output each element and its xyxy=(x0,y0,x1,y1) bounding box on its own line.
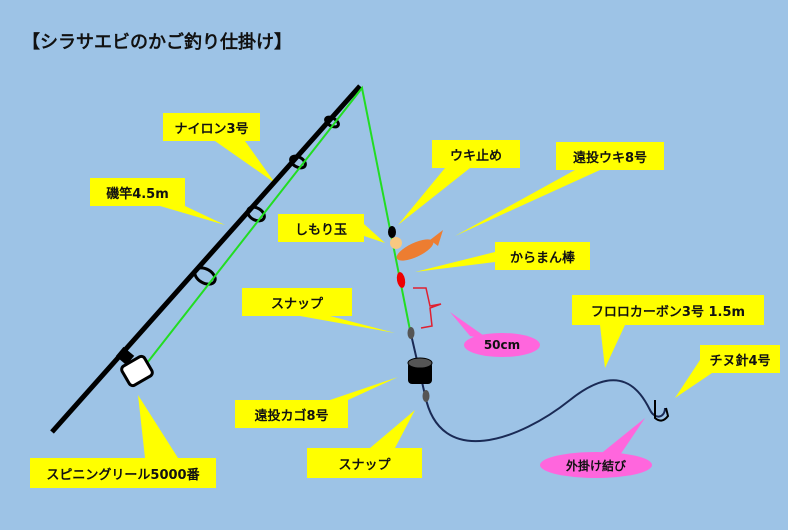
label-reel: スピニングリール5000番 xyxy=(30,458,216,488)
pointer-line xyxy=(215,141,275,183)
stopper-icon xyxy=(396,272,406,288)
rod-guide xyxy=(289,154,307,170)
pointer-knot xyxy=(598,418,645,458)
float-stop-icon xyxy=(388,226,396,238)
pointer-distance xyxy=(450,312,490,340)
rod-guide xyxy=(193,266,217,286)
bead-icon xyxy=(390,237,402,249)
label-snap-upper: スナップ xyxy=(242,288,352,316)
label-line: ナイロン3号 xyxy=(163,113,260,141)
pointer-basket xyxy=(330,377,398,400)
snap-lower-icon xyxy=(422,390,430,402)
pointer-bead xyxy=(364,224,385,243)
pointer-snap-lower xyxy=(370,410,415,448)
pointer-snap-upper xyxy=(300,316,395,333)
label-snap-lower: スナップ xyxy=(307,448,422,478)
rod-guide xyxy=(324,115,340,129)
reel-icon xyxy=(115,346,154,388)
rod xyxy=(50,84,362,434)
label-hook: チヌ針4号 xyxy=(700,345,780,373)
page-title: 【シラサエビのかご釣り仕掛け】 xyxy=(22,32,292,53)
label-rod: 磯竿4.5m xyxy=(90,178,185,206)
distance-bracket xyxy=(413,287,442,329)
pointer-float-stop xyxy=(398,168,470,225)
label-float-stop: ウキ止め xyxy=(432,140,520,168)
pointer-stopper xyxy=(415,252,495,272)
pointer-reel xyxy=(138,395,178,458)
hook-icon xyxy=(654,400,670,422)
float-fish-icon xyxy=(396,230,443,261)
label-stopper: からまん棒 xyxy=(495,242,590,270)
label-distance: 50cm xyxy=(464,333,540,357)
label-knot: 外掛け結び xyxy=(540,452,652,478)
snap-upper-icon xyxy=(407,327,415,339)
basket-icon xyxy=(407,357,433,384)
pointer-float xyxy=(455,170,600,236)
label-float: 遠投ウキ8号 xyxy=(556,142,664,170)
label-leader: フロロカーボン3号 1.5m xyxy=(572,295,764,325)
pointer-leader xyxy=(600,325,625,368)
main-line xyxy=(139,85,411,373)
pointer-rod xyxy=(160,206,225,225)
label-basket: 遠投カゴ8号 xyxy=(235,400,348,428)
rod-guide xyxy=(246,205,266,223)
label-bead: しもり玉 xyxy=(278,214,364,242)
